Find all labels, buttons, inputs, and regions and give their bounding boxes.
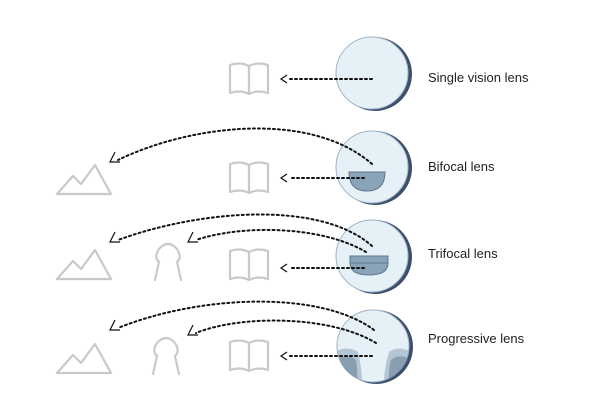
arrowhead-far [109, 231, 120, 243]
lens-bifocal [335, 130, 412, 205]
book-icon [228, 62, 270, 96]
arrow-to-far [117, 300, 375, 331]
arrow-to-far [117, 127, 373, 165]
arrow-to-intermediate [195, 228, 367, 253]
arrowhead-far [109, 151, 120, 163]
arrowhead-intermediate [187, 231, 198, 243]
lens-single-vision [335, 36, 412, 111]
mountain-icon [55, 342, 113, 375]
row-progressive: Progressive lens [55, 300, 525, 384]
lens-trifocal [335, 219, 412, 294]
lens-label: Progressive lens [428, 331, 525, 346]
arrow-to-intermediate [195, 319, 377, 344]
bifocal-segment [348, 171, 386, 192]
arrow-to-far [117, 213, 373, 247]
lens-label: Trifocal lens [428, 246, 498, 261]
row-trifocal: Trifocal lens [55, 213, 498, 294]
row-single-vision: Single vision lens [228, 36, 529, 111]
arrowhead-intermediate [187, 324, 198, 336]
lens-label: Single vision lens [428, 70, 529, 85]
person-icon [153, 242, 183, 282]
mountain-icon [55, 248, 113, 281]
lens-progressive [336, 309, 413, 384]
trifocal-segment [349, 255, 389, 276]
arrowhead-near [279, 74, 288, 84]
arrowhead-near [279, 351, 288, 361]
person-icon [151, 336, 181, 376]
book-icon [228, 339, 270, 373]
book-icon [228, 248, 270, 282]
lens-label: Bifocal lens [428, 159, 495, 174]
lens-body [335, 36, 409, 110]
book-icon [228, 161, 270, 195]
arrowhead-far [109, 319, 120, 331]
mountain-icon [55, 163, 113, 196]
lens-body [335, 130, 409, 204]
arrowhead-near [279, 173, 288, 183]
row-bifocal: Bifocal lens [55, 127, 495, 205]
arrowhead-near [279, 263, 288, 273]
